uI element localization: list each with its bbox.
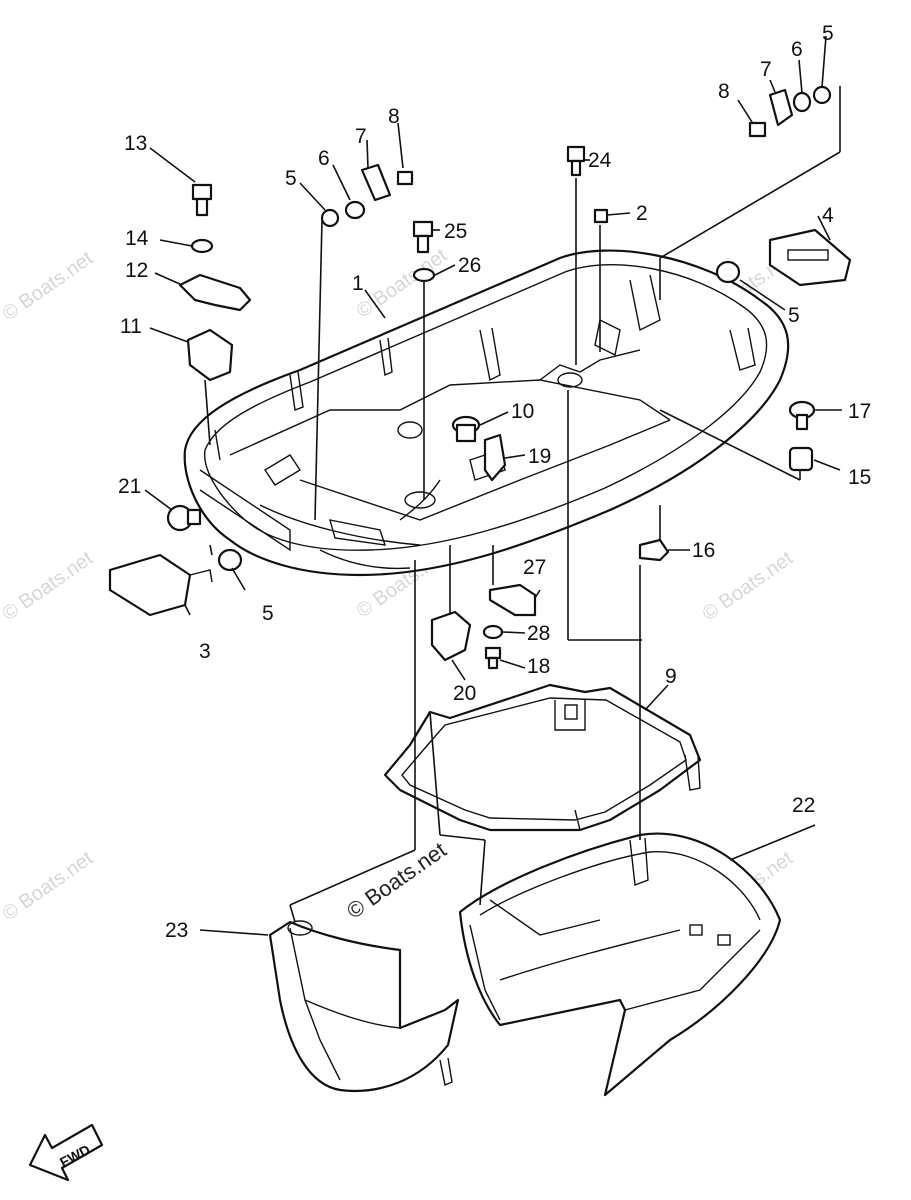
fwd-arrow: FWD (28, 1123, 104, 1182)
leader-lines (144, 35, 842, 936)
part-label-2: 2 (636, 202, 648, 225)
watermark: © Boats.net (0, 247, 97, 325)
part-label-18: 18 (527, 655, 550, 678)
part-label-7: 7 (355, 125, 367, 148)
part-label-22: 22 (792, 794, 815, 817)
part-label-19: 19 (528, 445, 551, 468)
bottom-cowling-tray (183, 249, 790, 577)
part-label-28: 28 (527, 622, 550, 645)
part-label-23: 23 (165, 919, 188, 942)
part-label-5: 5 (285, 167, 297, 190)
watermark: © Boats.net (0, 847, 97, 925)
gasket-frame (383, 683, 702, 832)
part-label-14: 14 (125, 227, 149, 250)
part-label-7: 7 (760, 58, 772, 81)
part-label-25: 25 (444, 220, 467, 243)
side-cover-left (268, 920, 460, 1092)
part-label-20: 20 (453, 682, 476, 705)
part-label-6: 6 (791, 38, 803, 61)
part-label-13: 13 (124, 132, 147, 155)
part-label-1: 1 (352, 272, 364, 295)
watermark-center: © Boats.net (342, 837, 451, 924)
part-label-26: 26 (458, 254, 481, 277)
part-label-24: 24 (588, 149, 612, 172)
part-labels: 1 2 3 4 5 5 5 5 6 6 7 7 8 8 9 10 11 12 1… (118, 22, 871, 942)
watermark: © Boats.net (0, 547, 97, 625)
part-label-9: 9 (665, 665, 677, 688)
part-label-21: 21 (118, 475, 141, 498)
part-label-5: 5 (822, 22, 834, 45)
part-label-3: 3 (199, 640, 211, 663)
part-label-11: 11 (120, 315, 142, 338)
part-label-15: 15 (848, 466, 871, 489)
part-label-17: 17 (848, 400, 871, 423)
part-label-16: 16 (692, 539, 715, 562)
small-parts (108, 85, 852, 670)
side-cover-right (458, 832, 782, 1097)
part-label-8: 8 (718, 80, 730, 103)
part-label-12: 12 (125, 259, 148, 282)
part-label-6: 6 (318, 147, 330, 170)
part-label-8: 8 (388, 105, 400, 128)
part-label-4: 4 (822, 204, 834, 227)
part-label-5: 5 (788, 304, 800, 327)
part-label-27: 27 (523, 556, 546, 579)
part-label-10: 10 (511, 400, 534, 423)
part-label-5: 5 (262, 602, 274, 625)
